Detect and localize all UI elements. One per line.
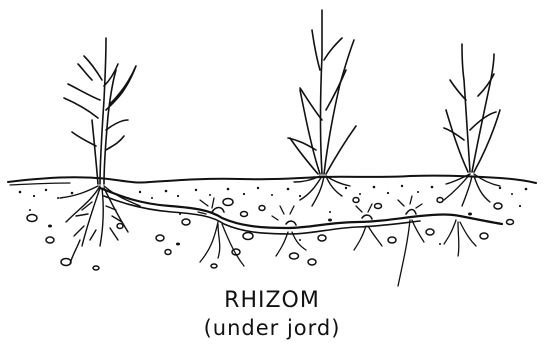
soil-surface-line-2	[10, 183, 70, 185]
soil-surface-line	[8, 176, 536, 183]
caption-subtitle: (under jord)	[0, 316, 544, 340]
plant-2-roots	[294, 176, 350, 206]
caption-title: RHIZOM	[0, 288, 544, 313]
plant-3-leaves	[444, 44, 500, 172]
rhizome-stem-lower	[104, 196, 420, 234]
plant-1-leaves	[64, 38, 136, 184]
rhizome-node-roots	[198, 196, 476, 286]
rhizome-stem	[100, 188, 502, 228]
plant-2-leaves	[288, 10, 356, 174]
plant-3-roots	[444, 174, 500, 206]
